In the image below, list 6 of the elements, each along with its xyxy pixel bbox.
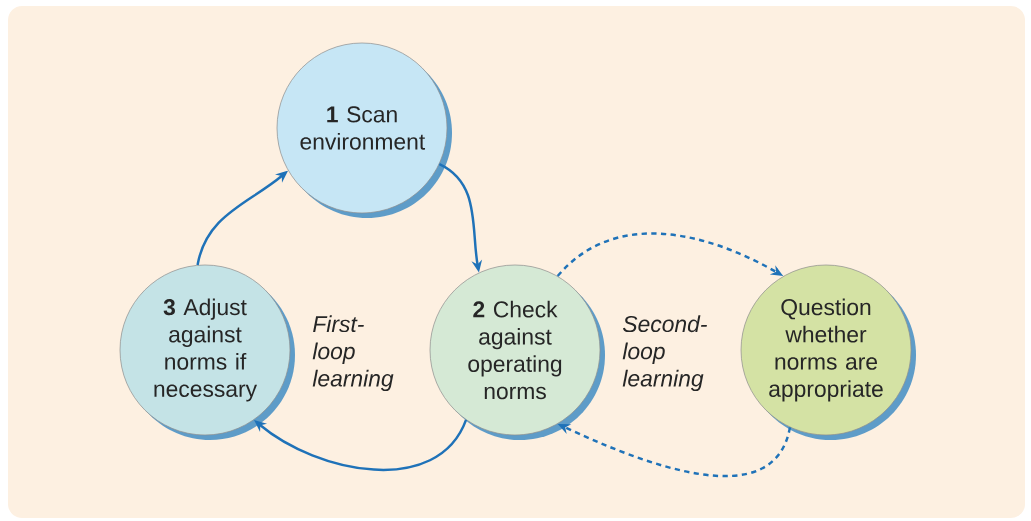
circle-node: 3 Adjust against norms if necessary	[119, 264, 295, 440]
circle-node: 1 Scan environment	[276, 42, 452, 218]
circle-node: Question whether norms are appropriate	[740, 264, 916, 440]
loop-label: Second-loop learning	[622, 315, 707, 392]
loop-label: First-loop learning	[312, 315, 394, 392]
circle-node: 2 Check against operating norms	[429, 264, 605, 440]
